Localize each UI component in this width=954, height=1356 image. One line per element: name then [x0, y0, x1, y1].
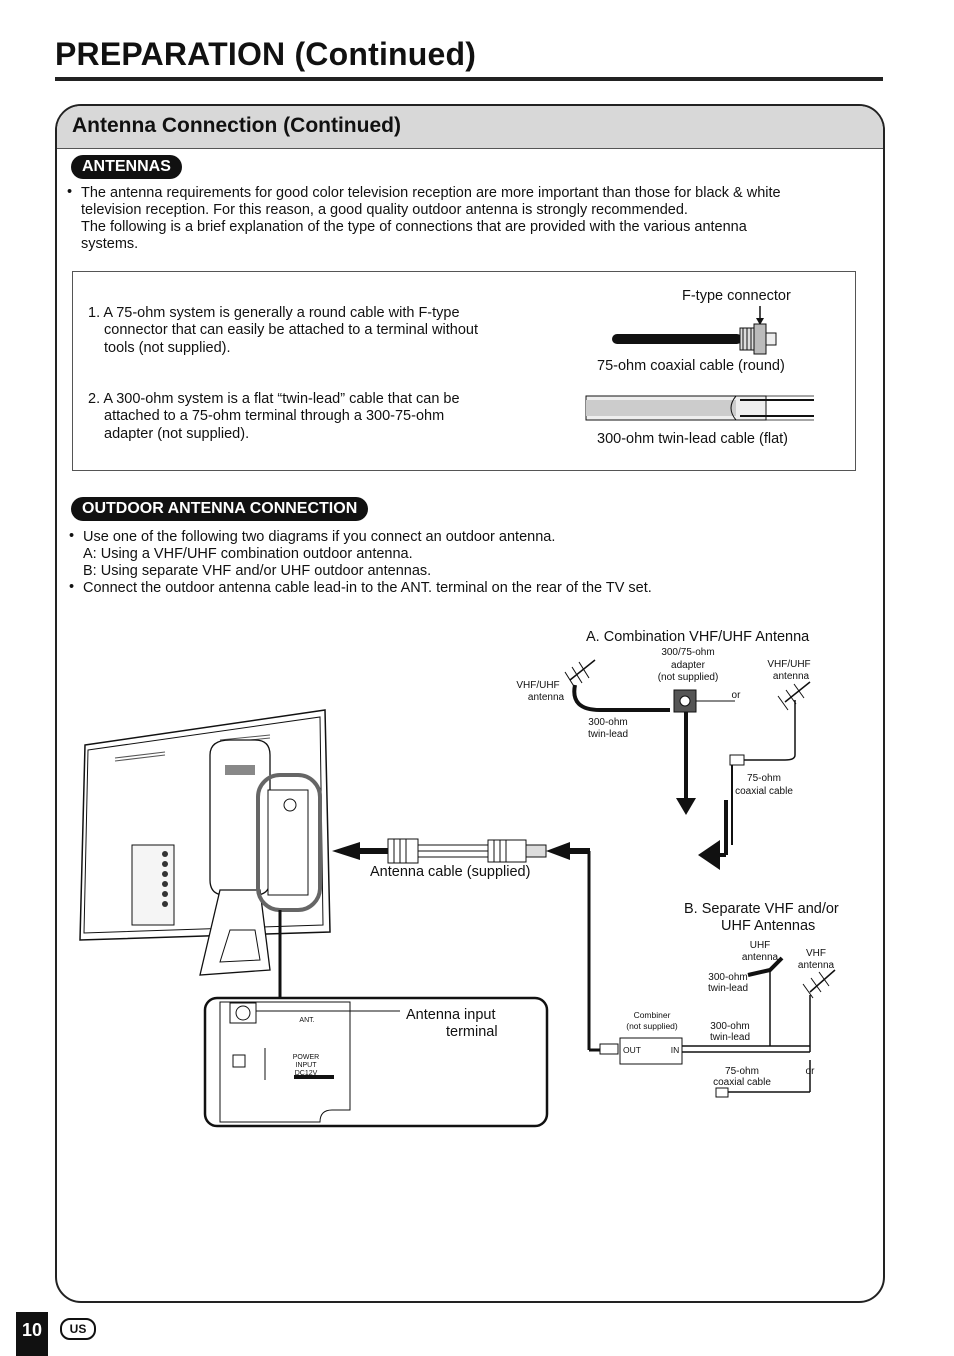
input-terminal-callout: [203, 996, 549, 1128]
input-terminal-2: terminal: [446, 1024, 498, 1040]
vhf-uhf-combination-antenna: [564, 659, 811, 870]
combiner-1: Combiner: [633, 1010, 671, 1020]
vhfuhf-left-2: antenna: [527, 692, 565, 703]
outdoor-line-1: Use one of the following two diagrams if…: [83, 529, 556, 545]
coax-b-1: 75-ohm: [725, 1066, 759, 1077]
combo-title: A. Combination VHF/UHF Antenna: [586, 629, 810, 645]
bullet-mark: •: [67, 184, 73, 200]
bullet-mark: •: [69, 528, 75, 544]
twinlead-label: 300-ohm twin-lead cable (flat): [597, 431, 789, 447]
item1-line-1: 1. A 75-ohm system is generally a round …: [88, 305, 460, 321]
intro-line-4: systems.: [81, 236, 139, 252]
input-terminal-1: Antenna input: [406, 1007, 496, 1023]
adapter-label-1: 300/75-ohm: [661, 647, 715, 658]
or-a: or: [731, 690, 741, 701]
vhfuhf-right-2: antenna: [772, 671, 810, 682]
item2-line-2: attached to a 75-ohm terminal through a …: [104, 408, 445, 424]
combiner-out: OUT: [623, 1045, 641, 1055]
separate-title-2: UHF Antennas: [721, 918, 816, 934]
item2-line-1: 2. A 300-ohm system is a flat “twin-lead…: [88, 391, 460, 407]
twinlead-a-2: twin-lead: [587, 729, 629, 740]
outdoor-line-4: Connect the outdoor antenna cable lead-i…: [83, 580, 652, 596]
ftype-label: F-type connector: [682, 288, 791, 304]
cable-illustrations: [585, 306, 814, 421]
coax-cable: [612, 334, 742, 344]
vhf-antenna-2: antenna: [797, 960, 835, 971]
page-number: 10: [16, 1312, 48, 1356]
combiner-2: (not supplied): [626, 1021, 678, 1031]
separate-title-1: B. Separate VHF and/or: [684, 901, 839, 917]
section-header: Antenna Connection (Continued): [57, 106, 883, 149]
twin-lead-cable: [585, 395, 814, 421]
intro-line-3: The following is a brief explanation of …: [81, 219, 747, 235]
uhf-antenna-2: antenna: [741, 952, 779, 963]
twinlead-b2-2: twin-lead: [709, 1032, 751, 1043]
twinlead-b1-2: twin-lead: [707, 983, 749, 994]
twinlead-b1-1: 300-ohm: [708, 972, 748, 983]
intro-line-1: The antenna requirements for good color …: [81, 185, 781, 201]
page-title: PREPARATION (Continued): [55, 36, 477, 72]
item2-line-3: adapter (not supplied).: [104, 426, 250, 442]
item1-line-2: connector that can easily be attached to…: [104, 322, 478, 338]
cable-types-box: [72, 271, 856, 471]
tv-rear-illustration: [79, 709, 331, 976]
vhf-antenna-1: VHF: [806, 948, 826, 959]
uhf-antenna-1: UHF: [749, 940, 771, 951]
vhfuhf-right-1: VHF/UHF: [767, 659, 811, 670]
vhfuhf-left-1: VHF/UHF: [516, 680, 560, 691]
power-small-2: INPUT: [295, 1062, 317, 1069]
region-badge: US: [60, 1318, 96, 1340]
twinlead-b2-1: 300-ohm: [710, 1021, 750, 1032]
adapter-label-2: adapter: [671, 660, 705, 671]
outdoor-heading: OUTDOOR ANTENNA CONNECTION: [71, 497, 369, 521]
outdoor-line-3: B: Using separate VHF and/or UHF outdoor…: [83, 563, 432, 579]
ant-small-label: ANT.: [299, 1017, 315, 1024]
coax-a-1: 75-ohm: [747, 773, 781, 784]
antennas-heading: ANTENNAS: [71, 155, 182, 179]
coax-b-2: coaxial cable: [713, 1077, 771, 1088]
coax-a-2: coaxial cable: [735, 786, 793, 797]
or-b: or: [805, 1066, 815, 1077]
power-small-3: DC12V: [294, 1070, 318, 1077]
intro-line-2: television reception. For this reason, a…: [81, 202, 688, 218]
outdoor-line-2: A: Using a VHF/UHF combination outdoor a…: [83, 546, 413, 562]
combiner-in: IN: [670, 1045, 680, 1055]
connection-diagram: [79, 659, 836, 1128]
title-rule: [55, 77, 883, 81]
adapter-label-3: (not supplied): [657, 672, 719, 683]
separate-antennas: [599, 956, 836, 1098]
antenna-cable-supplied: [332, 838, 604, 1052]
power-small-1: POWER: [292, 1054, 320, 1061]
item1-line-3: tools (not supplied).: [104, 340, 231, 356]
bullet-mark: •: [69, 579, 75, 595]
antenna-cable-label: Antenna cable (supplied): [370, 864, 531, 880]
section-title: Antenna Connection (Continued): [72, 114, 401, 137]
twinlead-a-1: 300-ohm: [588, 717, 628, 728]
coax-label: 75-ohm coaxial cable (round): [597, 358, 785, 374]
